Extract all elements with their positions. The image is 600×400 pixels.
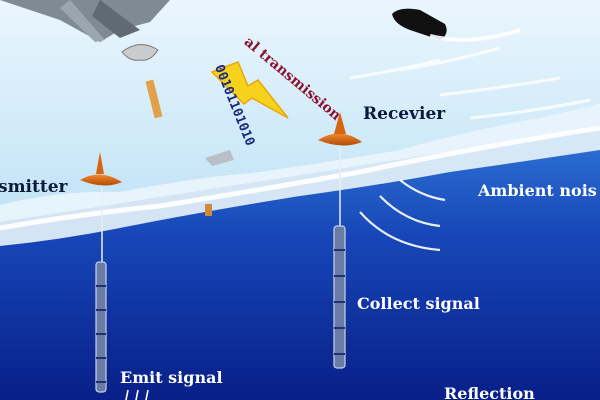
ambient-noise-waves <box>359 179 446 252</box>
sea <box>0 128 600 400</box>
boat <box>392 8 521 42</box>
ambient-noise-label: Ambient nois <box>478 181 597 200</box>
reflection-label: Reflection <box>444 384 535 400</box>
receiver-array-segments <box>334 249 345 355</box>
aircraft <box>0 0 170 42</box>
sonobuoy-canister <box>145 79 163 119</box>
sonobuoy-parachute <box>121 44 159 61</box>
lightning-bolt-icon <box>210 61 289 119</box>
transmitter-hydrophone-array <box>95 261 107 393</box>
receiver-label: Recevier <box>363 104 446 124</box>
emit-signal-label: Emit signal <box>120 368 223 387</box>
receiver-buoy <box>318 112 362 146</box>
receiver-hydrophone-array <box>333 225 346 369</box>
emit-signal-marks <box>125 389 149 400</box>
cloud-streaks <box>349 46 591 120</box>
collect-signal-label: Collect signal <box>357 294 480 313</box>
sinking-canister <box>205 204 212 216</box>
surface-foam-highlight <box>0 125 600 231</box>
surface-foam <box>0 104 600 246</box>
transmitter-label: smitter <box>0 177 68 197</box>
transmitter-buoy <box>80 152 122 186</box>
sonobuoy-debris <box>205 150 234 166</box>
transmitter-array-segments <box>96 285 106 383</box>
